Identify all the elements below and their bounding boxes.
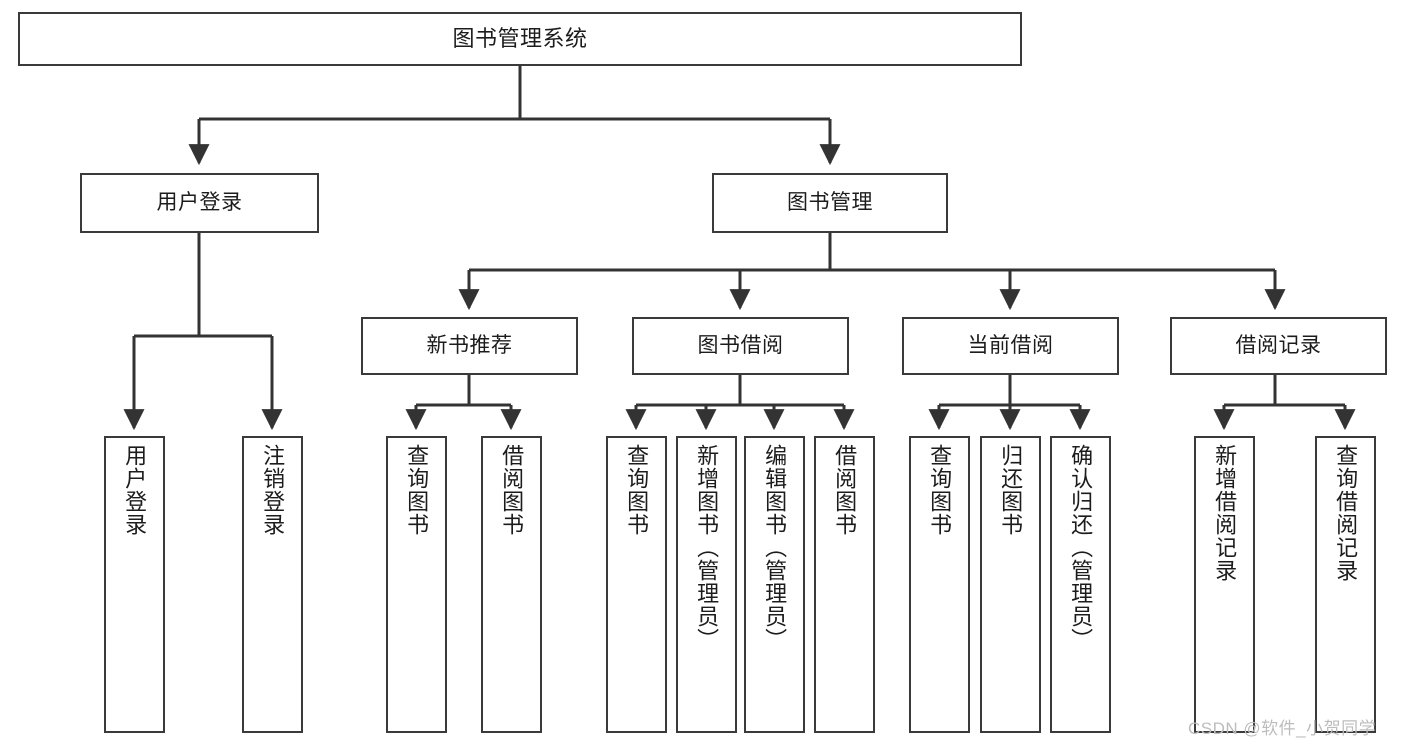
- node-leaf-query-book-current[interactable]: 查询图书: [909, 436, 970, 733]
- node-leaf-query-book-recommendation[interactable]: 查询图书: [386, 436, 447, 733]
- node-leaf-add-book-admin[interactable]: 新增图书（管理员）: [676, 436, 737, 733]
- node-current-borrow[interactable]: 当前借阅: [902, 317, 1119, 375]
- node-leaf-query-book-borrow[interactable]: 查询图书: [606, 436, 667, 733]
- node-label: 查询图书: [624, 444, 650, 536]
- node-book-management[interactable]: 图书管理: [712, 173, 948, 233]
- node-label: 借阅图书: [832, 444, 858, 536]
- node-label: 图书借阅: [697, 333, 784, 357]
- node-label: 借阅图书: [499, 444, 525, 536]
- node-label: 查询图书: [927, 444, 953, 536]
- node-leaf-query-borrow-record[interactable]: 查询借阅记录: [1315, 436, 1376, 733]
- node-label: 查询图书: [404, 444, 430, 536]
- node-new-book-recommendation[interactable]: 新书推荐: [361, 317, 578, 375]
- node-label: 确认归还（管理员）: [1068, 444, 1094, 651]
- node-user-login[interactable]: 用户登录: [80, 173, 319, 233]
- node-label: 图书管理系统: [452, 26, 588, 52]
- node-leaf-borrow-book-recommendation[interactable]: 借阅图书: [481, 436, 542, 733]
- node-label: 注销登录: [260, 444, 286, 536]
- node-label: 新书推荐: [426, 333, 513, 357]
- node-root-book-management-system[interactable]: 图书管理系统: [18, 12, 1022, 66]
- node-leaf-user-login[interactable]: 用户登录: [104, 436, 165, 733]
- node-label: 当前借阅: [967, 333, 1054, 357]
- node-label: 新增借阅记录: [1212, 444, 1238, 582]
- node-label: 用户登录: [122, 444, 148, 536]
- node-leaf-return-book[interactable]: 归还图书: [980, 436, 1041, 733]
- node-book-borrow[interactable]: 图书借阅: [632, 317, 849, 375]
- node-label: 查询借阅记录: [1333, 444, 1359, 582]
- node-leaf-logout[interactable]: 注销登录: [242, 436, 303, 733]
- watermark: CSDN @软件_小贺同学: [1188, 719, 1377, 738]
- node-label: 新增图书（管理员）: [694, 444, 720, 651]
- node-leaf-add-borrow-record[interactable]: 新增借阅记录: [1194, 436, 1255, 733]
- node-leaf-borrow-book[interactable]: 借阅图书: [814, 436, 875, 733]
- node-label: 图书管理: [787, 190, 873, 214]
- node-label: 用户登录: [156, 190, 243, 214]
- node-borrow-record[interactable]: 借阅记录: [1170, 317, 1387, 375]
- node-leaf-edit-book-admin[interactable]: 编辑图书（管理员）: [744, 436, 805, 733]
- node-label: 借阅记录: [1235, 333, 1322, 357]
- node-label: 编辑图书（管理员）: [762, 444, 788, 651]
- node-leaf-confirm-return-admin[interactable]: 确认归还（管理员）: [1050, 436, 1111, 733]
- node-label: 归还图书: [998, 444, 1024, 536]
